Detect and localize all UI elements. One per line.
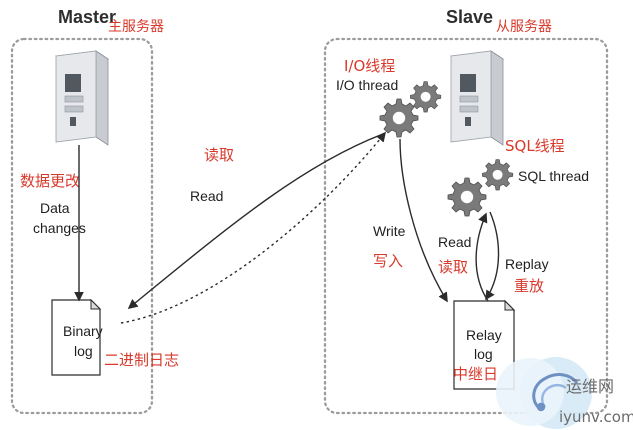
sql-read-cn: 读取: [438, 258, 468, 276]
watermark-logo: [496, 357, 592, 429]
binary-log-document: [51, 298, 102, 376]
slave-title: Slave: [446, 7, 493, 27]
replay-cn: 重放: [514, 277, 544, 295]
master-server-icon: [54, 50, 110, 146]
binary-log-cn: 二进制日志: [104, 351, 179, 369]
master-title: Master: [58, 7, 116, 27]
replay-arrow: [485, 211, 500, 301]
master-boundary: [10, 37, 154, 415]
slave-server-icon: [449, 50, 505, 146]
relay-log-cn: 中继日: [453, 365, 498, 383]
data-changes-cn: 数据更改: [20, 172, 80, 190]
io-thread-label: I/O thread: [336, 77, 398, 93]
data-changes-line2: changes: [33, 220, 86, 236]
io-thread-cn: I/O线程: [344, 57, 395, 75]
binary-log-to-io-arrow: [120, 131, 386, 324]
link-read-cn: 读取: [204, 146, 234, 164]
relay-log-document: [453, 299, 516, 390]
slave-boundary: [323, 37, 609, 415]
master-title-cn: 主服务器: [108, 19, 164, 35]
io-thread-read-arrow: [127, 133, 384, 309]
write-label: Write: [373, 223, 406, 239]
sql-thread-label: SQL thread: [518, 168, 589, 184]
data-changes-line1: Data: [40, 200, 70, 216]
relay-read-arrow: [475, 212, 489, 302]
relay-log-line2: log: [474, 346, 493, 362]
replay-label: Replay: [505, 256, 549, 272]
relay-log-line1: Relay: [466, 327, 502, 343]
binary-log-line1: Binary: [63, 323, 103, 339]
write-cn: 写入: [373, 252, 403, 270]
link-read: Read: [190, 188, 223, 204]
sql-read-label: Read: [438, 234, 471, 250]
sql-thread-cn: SQL线程: [505, 137, 565, 155]
slave-title-cn: 从服务器: [496, 19, 552, 35]
binary-log-line2: log: [74, 343, 93, 359]
watermark-site-cn: 运维网: [566, 377, 614, 396]
watermark-domain: iyunv.com: [559, 408, 633, 426]
write-to-relay-arrow: [399, 138, 448, 303]
